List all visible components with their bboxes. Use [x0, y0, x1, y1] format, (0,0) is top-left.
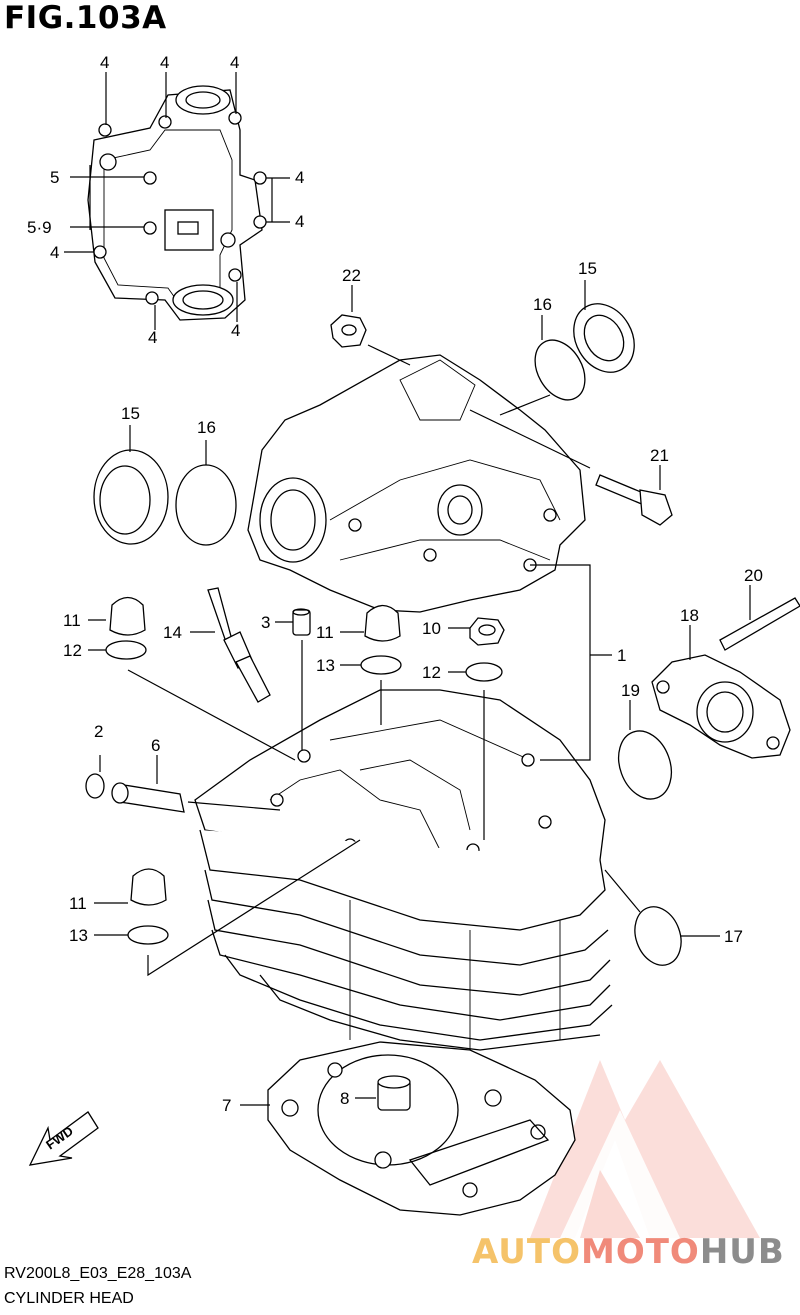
- part-3-dowel: [292, 608, 311, 636]
- part-20-stud: [719, 597, 800, 651]
- callout-13: 13: [316, 656, 335, 675]
- callout-4: 4: [231, 321, 240, 340]
- callout-18: 18: [680, 606, 699, 625]
- part-18-insulator: [651, 654, 791, 759]
- callout-4: 4: [100, 53, 109, 72]
- figure-title: FIG.103A: [4, 0, 167, 36]
- watermark-auto: AUTO: [472, 1232, 581, 1272]
- callout-20: 20: [744, 566, 763, 585]
- callout-5-9: 5·9: [27, 218, 52, 237]
- callout-14: 14: [163, 623, 182, 642]
- callout-4: 4: [160, 53, 169, 72]
- callout-11: 11: [316, 623, 334, 642]
- callout-4: 4: [295, 168, 304, 187]
- watermark-text: AUTOMOTOHUB: [472, 1232, 785, 1272]
- callout-2: 2: [94, 722, 103, 741]
- camshaft-housing: [247, 354, 586, 613]
- callout-4: 4: [230, 53, 239, 72]
- callout-19: 19: [621, 681, 640, 700]
- cylinder-head-body: [194, 689, 613, 1051]
- callout-21: 21: [650, 446, 669, 465]
- callout-12: 12: [63, 641, 82, 660]
- callout-15: 15: [578, 259, 597, 278]
- watermark-moto: MOTO: [580, 1232, 700, 1272]
- part-16-o-ring-upper: [534, 339, 586, 401]
- part-11-cap-nut-b: [364, 604, 401, 642]
- part-11-cap-nut-c: [130, 868, 167, 906]
- callout-13: 13: [69, 926, 88, 945]
- callout-4: 4: [148, 328, 157, 347]
- part-22-nut: [330, 314, 367, 348]
- part-15-cap-upper: [573, 303, 635, 373]
- figure-name: CYLINDER HEAD: [4, 1290, 134, 1307]
- part-6-valve-guide: [111, 782, 185, 813]
- callout-5: 5: [50, 168, 59, 187]
- part-11-cap-nut-a: [109, 596, 146, 636]
- callout-17: 17: [724, 927, 743, 946]
- part-13-washer-b: [127, 925, 169, 945]
- callout-1: 1: [617, 646, 626, 665]
- callout-11: 11: [63, 611, 81, 630]
- part-14-spark-plug: [207, 587, 271, 703]
- part-2-clip: [85, 773, 105, 799]
- callout-16: 16: [533, 295, 552, 314]
- callout-11: 11: [69, 894, 87, 913]
- callout-4: 4: [50, 243, 59, 262]
- part-12-washer-b: [465, 662, 503, 682]
- cylinder-head-gasket: [267, 1041, 576, 1216]
- watermark-logo-mark: [530, 1060, 760, 1238]
- callout-8: 8: [340, 1089, 349, 1108]
- part-21-bolt: [595, 474, 673, 526]
- part-10-nut: [469, 617, 505, 646]
- part-17-plug: [634, 906, 682, 966]
- fwd-arrow-icon: FWD: [28, 1111, 99, 1166]
- callout-10: 10: [422, 619, 441, 638]
- callout-22: 22: [342, 266, 361, 285]
- part-19-o-ring: [617, 730, 673, 800]
- callout-numbers: 4 4 4 5 4 5·9 4 4 4 4 22 15 16 15 16 21 …: [27, 53, 763, 1115]
- cylinder-head-cover: [87, 85, 267, 321]
- part-8-dowel: [377, 1075, 411, 1111]
- callout-6: 6: [151, 736, 160, 755]
- figure-code: RV200L8_E03_E28_103A: [4, 1265, 192, 1282]
- part-12-washer-a: [105, 640, 147, 660]
- watermark-hub: HUB: [699, 1232, 785, 1272]
- part-13-washer-a: [360, 655, 402, 675]
- leader-lines: [64, 72, 751, 1106]
- part-16-o-ring-left: [175, 464, 237, 546]
- part-15-cap-left: [93, 449, 169, 545]
- callout-3: 3: [261, 613, 270, 632]
- callout-4: 4: [295, 212, 304, 231]
- callout-16: 16: [197, 418, 216, 437]
- callout-12: 12: [422, 663, 441, 682]
- callout-15: 15: [121, 404, 140, 423]
- callout-7: 7: [222, 1096, 231, 1115]
